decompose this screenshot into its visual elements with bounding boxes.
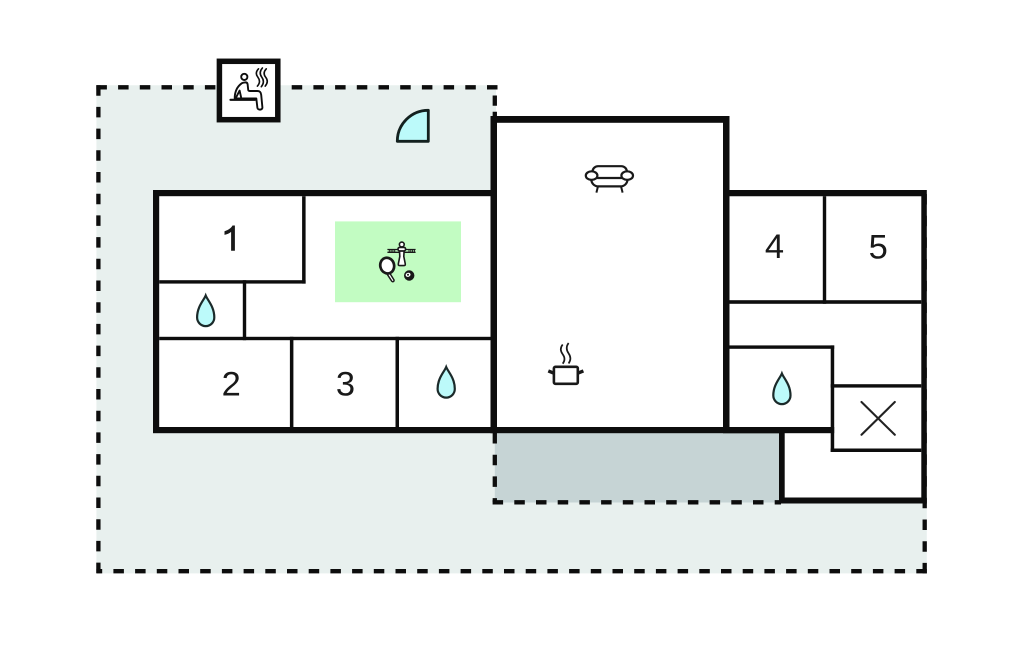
svg-text:4: 4 [765,228,784,266]
svg-text:3: 3 [336,365,355,403]
svg-text:2: 2 [222,366,241,404]
svg-text:5: 5 [869,228,888,266]
